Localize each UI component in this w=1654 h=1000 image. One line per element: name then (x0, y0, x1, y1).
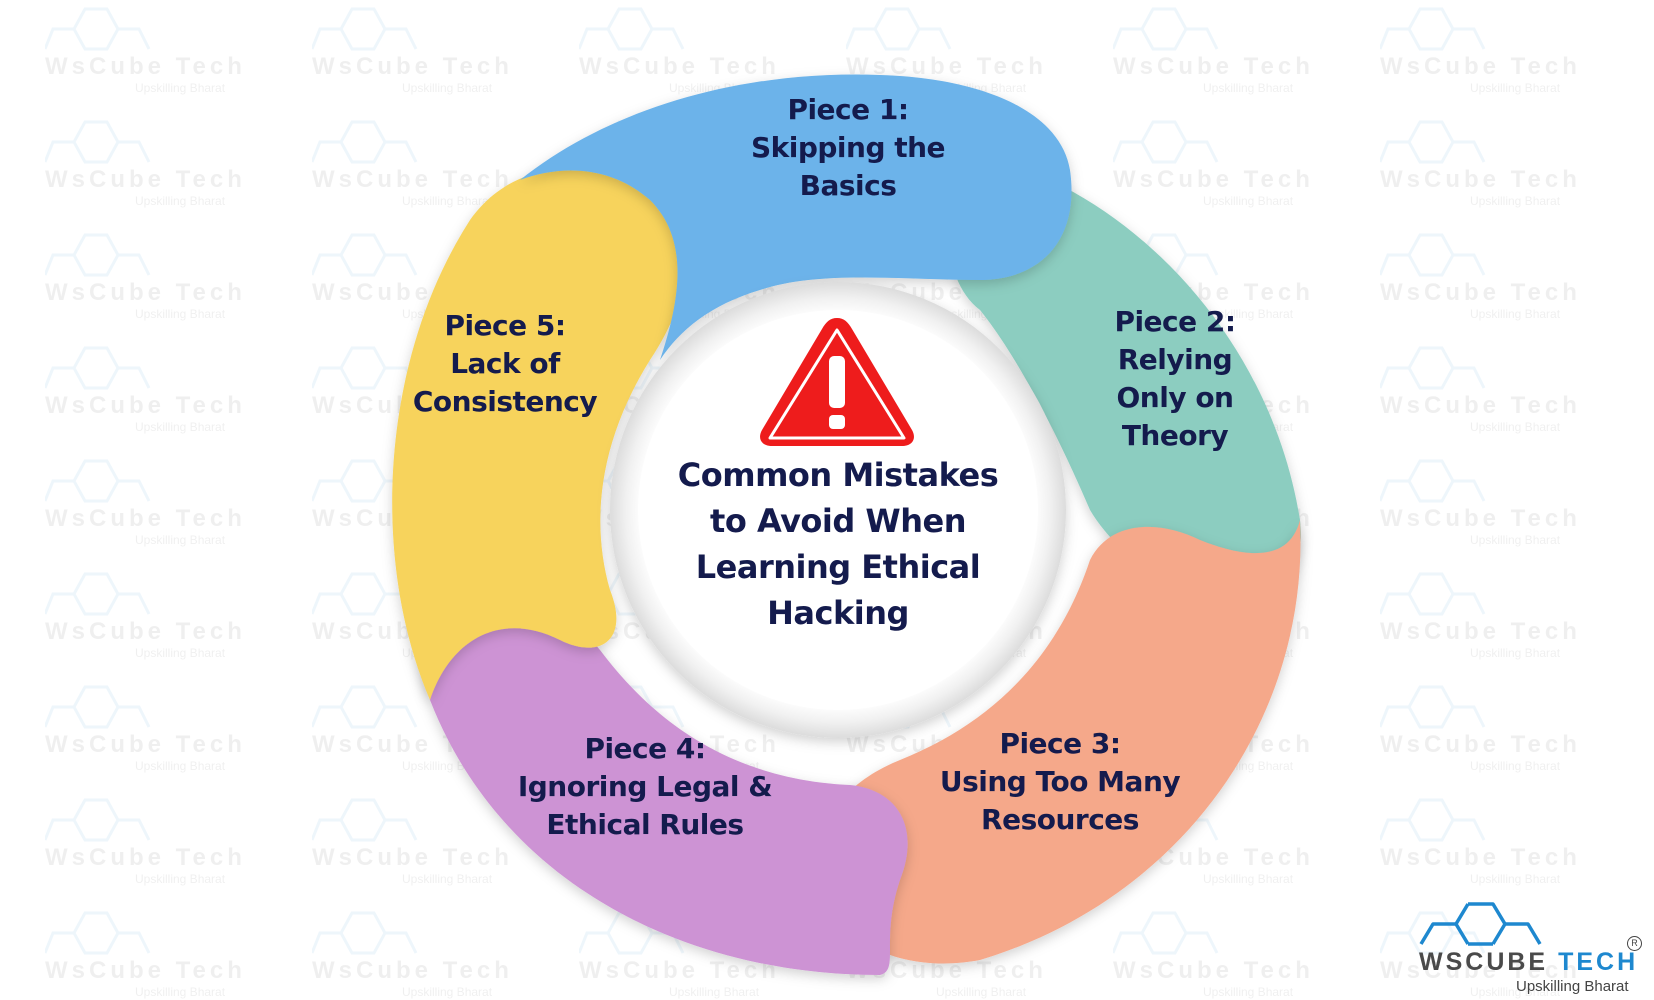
brand-tagline: Upskilling Bharat (1516, 978, 1629, 995)
brand-logo: WsCube Tech R Upskilling Bharat (1413, 900, 1643, 995)
brand-name-part-2: Tech (1558, 948, 1639, 976)
piece-4-segment (421, 595, 908, 975)
title-line-3: Learning Ethical (695, 548, 981, 586)
piece-1-line-2: Basics (799, 169, 897, 202)
piece-2-line-1: Relying (1117, 343, 1233, 376)
piece-2-line-2: Only on (1116, 381, 1234, 414)
piece-1-label: Piece 1: Skipping the Basics (698, 91, 998, 205)
piece-4-line-1: Ignoring Legal & (517, 770, 773, 803)
piece-4-label: Piece 4: Ignoring Legal & Ethical Rules (490, 730, 800, 844)
piece-3-label: Piece 3: Using Too Many Resources (910, 725, 1210, 839)
piece-2-line-3: Theory (1121, 419, 1229, 452)
piece-1-segment (520, 74, 1072, 360)
title-line-2: to Avoid When (710, 502, 966, 540)
piece-3-heading: Piece 3: (999, 727, 1121, 760)
piece-5-heading: Piece 5: (444, 309, 566, 342)
warning-triangle-icon (760, 318, 914, 446)
piece-2-heading: Piece 2: (1114, 305, 1236, 338)
piece-1-line-1: Skipping the (750, 131, 946, 164)
hexagon-logo-icon (1419, 902, 1542, 946)
piece-5-line-2: Consistency (412, 385, 598, 418)
brand-name-part-1: WsCube (1419, 948, 1549, 976)
piece-5-line-1: Lack of (450, 347, 560, 380)
piece-5-segment (392, 168, 686, 700)
registered-mark-icon: R (1627, 936, 1642, 951)
brand-name: WsCube Tech (1419, 948, 1638, 977)
title-line-4: Hacking (767, 594, 909, 632)
piece-3-line-2: Resources (981, 803, 1139, 836)
piece-4-heading: Piece 4: (584, 732, 706, 765)
title-line-1: Common Mistakes (677, 456, 999, 494)
piece-5-label: Piece 5: Lack of Consistency (395, 307, 615, 421)
piece-2-label: Piece 2: Relying Only on Theory (1075, 303, 1275, 455)
piece-4-line-2: Ethical Rules (546, 808, 744, 841)
piece-3-line-1: Using Too Many (939, 765, 1181, 798)
piece-1-heading: Piece 1: (787, 93, 909, 126)
center-title: Common Mistakes to Avoid When Learning E… (628, 452, 1048, 636)
piece-3-segment (818, 520, 1301, 964)
